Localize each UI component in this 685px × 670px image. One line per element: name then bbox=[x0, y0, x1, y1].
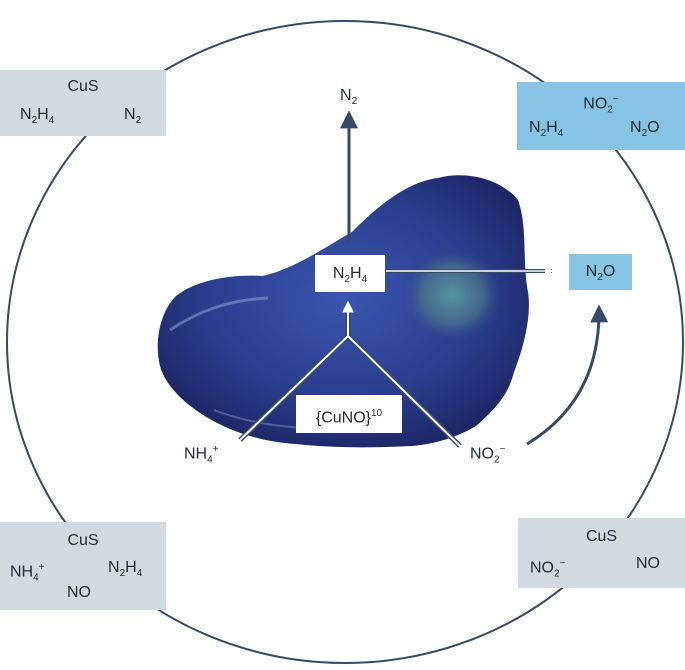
n2o-product-box: N2O bbox=[569, 254, 632, 290]
hydrazine-n: N bbox=[332, 265, 345, 282]
box-bottom-right-catalyst: CuS bbox=[585, 528, 618, 545]
box-bottom-left-catalyst: CuS bbox=[67, 532, 99, 549]
hydrazine-h: H bbox=[350, 265, 362, 282]
rock-iridescent-patch bbox=[400, 247, 504, 343]
box-top-left-product: N2 bbox=[124, 106, 142, 127]
box-top-right-product: N2O bbox=[630, 119, 660, 140]
cuno-complex-box: {CuNO}10 bbox=[296, 395, 402, 433]
box-top-left-catalyst: CuS bbox=[67, 78, 99, 95]
box-top-left-reactant: N2H4 bbox=[20, 106, 55, 127]
box-bottom-right: CuS NO2− NO bbox=[518, 518, 685, 588]
box-top-right: NO2− N2H4 N2O bbox=[517, 82, 685, 150]
rock-highlight bbox=[169, 296, 269, 332]
box-top-left: CuS N2H4 N2 bbox=[0, 70, 166, 136]
cuno-label: {CuNO} bbox=[315, 409, 371, 427]
box-bottom-left-product: N2H4 bbox=[108, 559, 143, 580]
box-bottom-left-reactant: NH4+ bbox=[10, 562, 45, 584]
ammonium-label: NH4+ bbox=[184, 444, 219, 466]
hydrazine-sub-n: 2 bbox=[344, 274, 350, 286]
nitrite-label: NO2− bbox=[470, 444, 506, 466]
box-top-right-reactant: N2H4 bbox=[529, 119, 564, 140]
box-top-right-condition: NO2− bbox=[583, 94, 619, 116]
n2-label: N2 bbox=[340, 87, 358, 108]
convergent-arrows bbox=[238, 300, 462, 448]
hydrazine-sub-h: 4 bbox=[361, 274, 368, 286]
box-bottom-left: CuS NH4+ N2H4 NO bbox=[0, 522, 166, 610]
box-bottom-left-cosubstrate: NO bbox=[67, 584, 91, 601]
box-bottom-right-product: NO bbox=[636, 555, 660, 572]
outer-circle bbox=[6, 20, 684, 664]
cuno-sup: 10 bbox=[371, 408, 383, 419]
arrow-nitrite-to-n2o bbox=[526, 304, 609, 446]
box-bottom-right-reactant: NO2− bbox=[530, 558, 566, 580]
hydrazine-center-box: N2H4 bbox=[315, 255, 385, 292]
